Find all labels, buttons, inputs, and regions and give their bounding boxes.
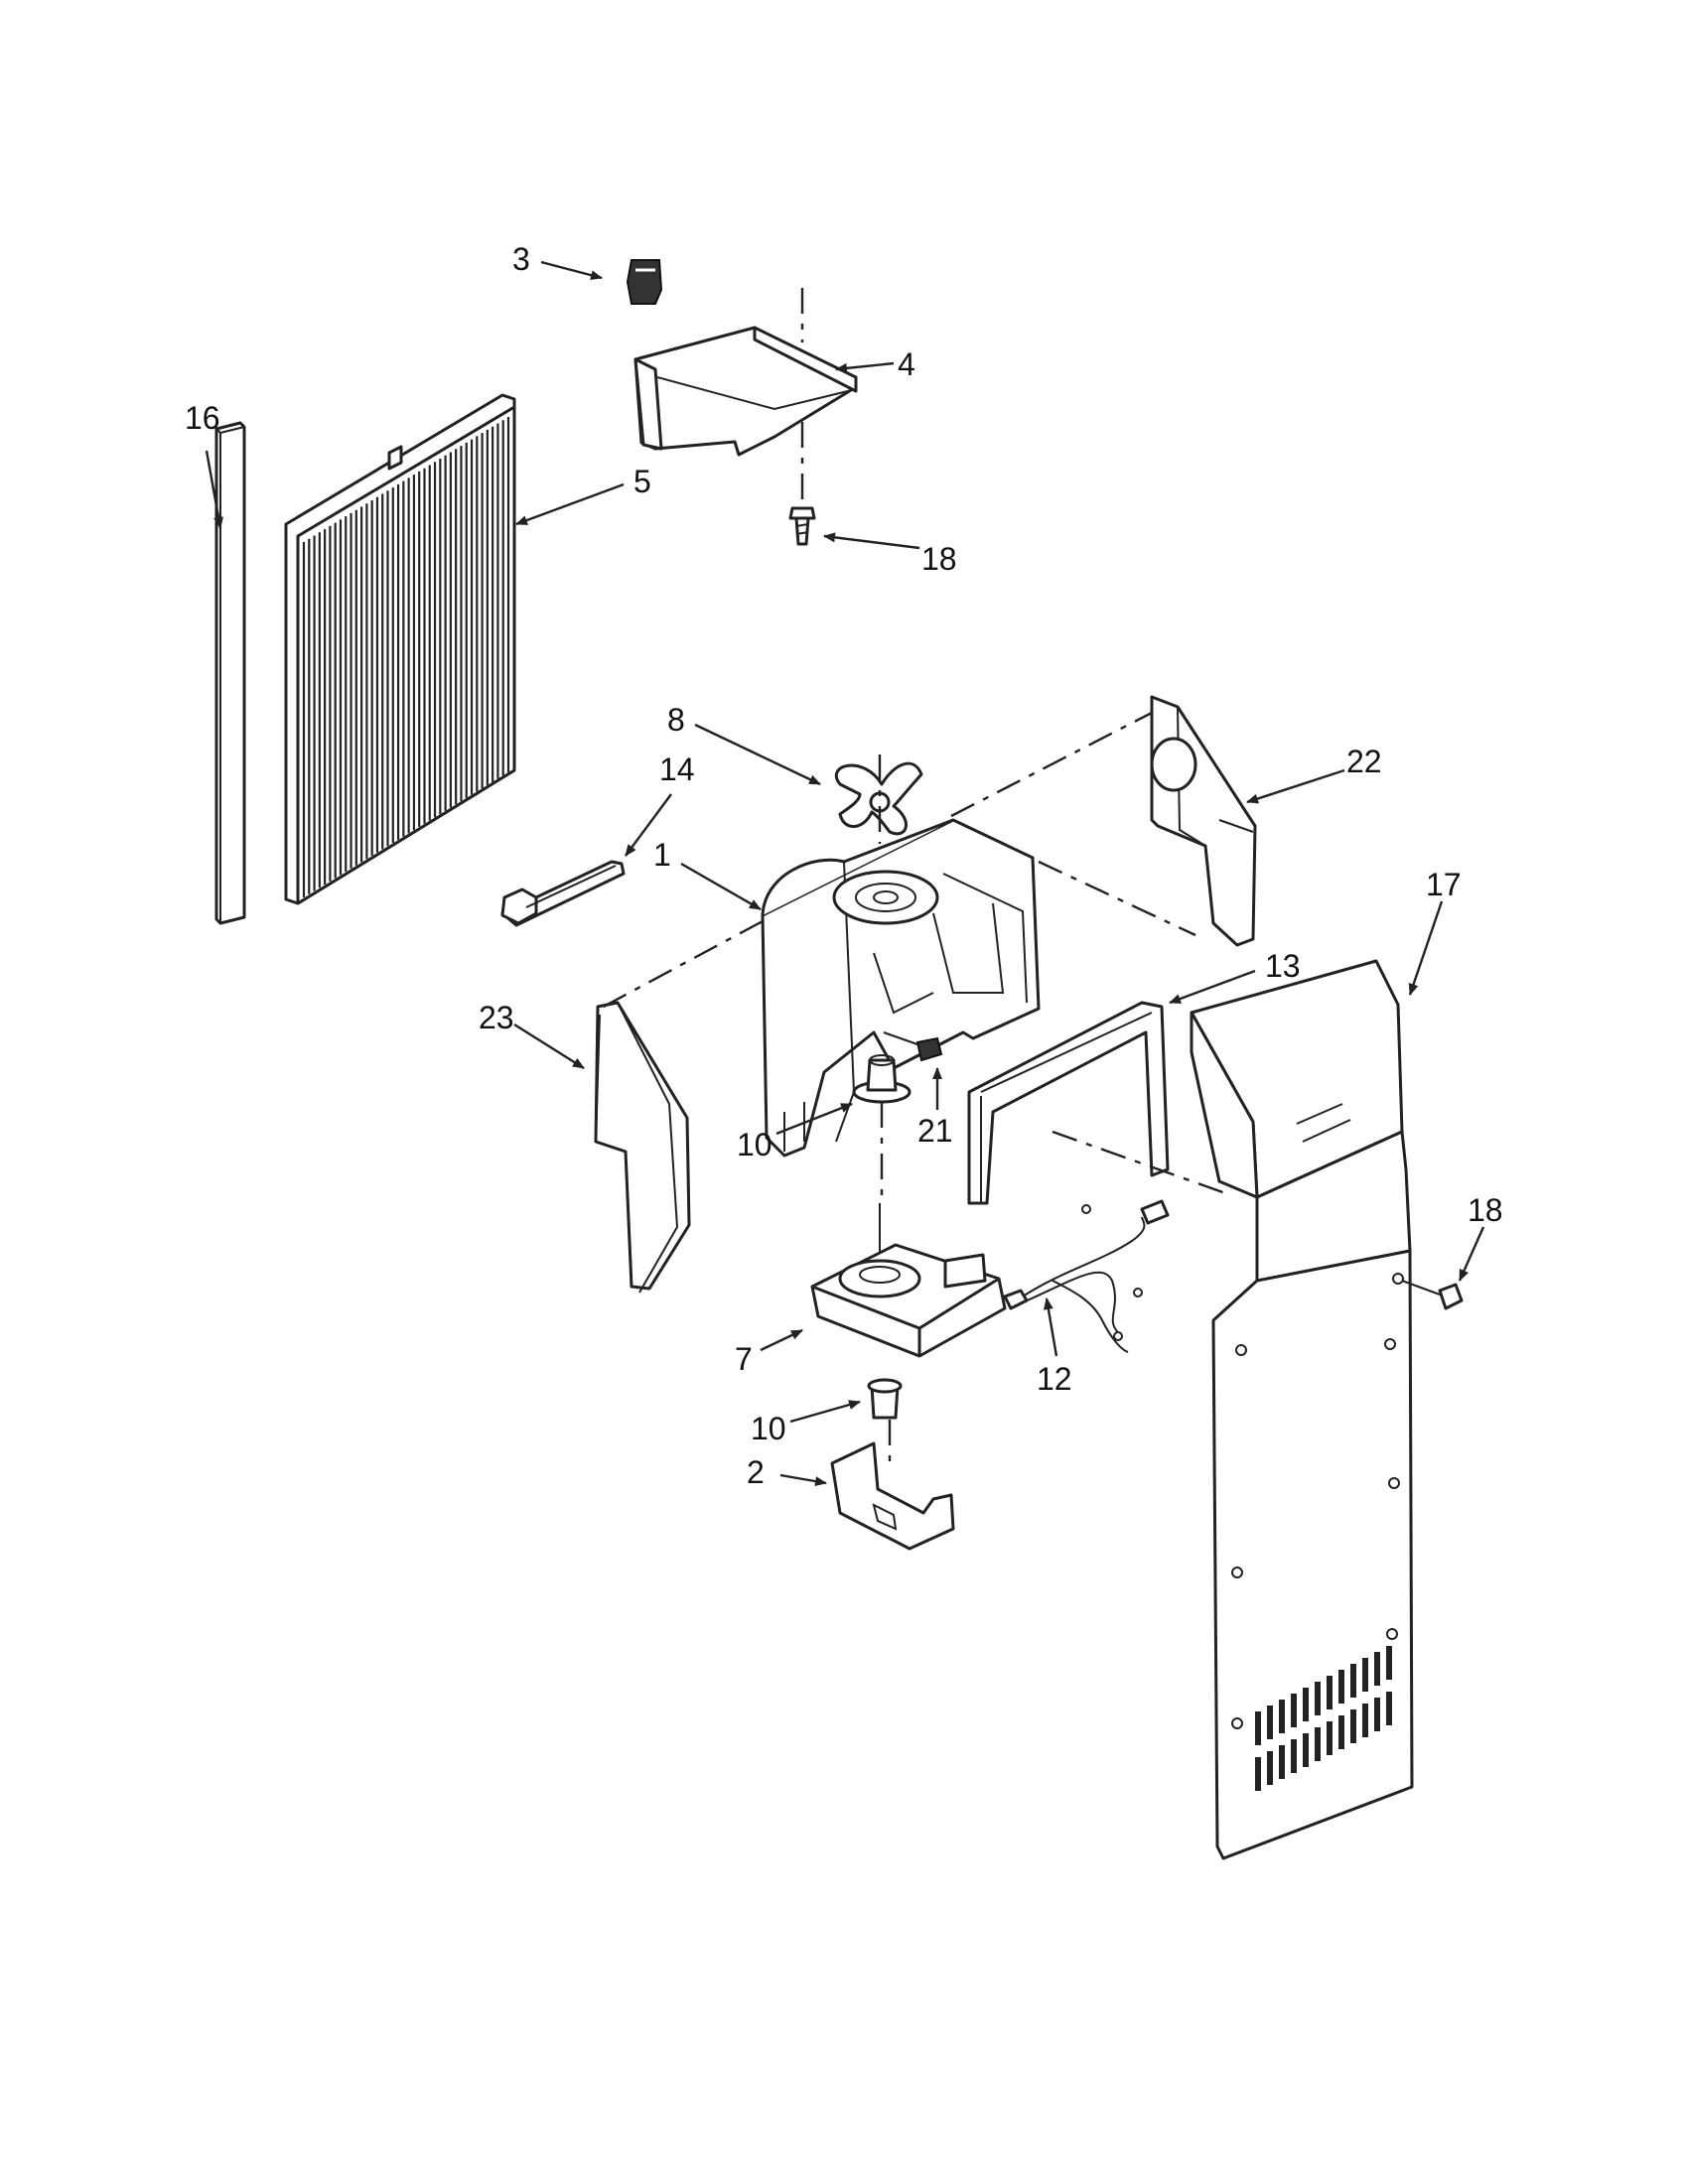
callout-8: 8 — [667, 702, 685, 738]
vent-slot — [1374, 1698, 1380, 1731]
vent-slot — [1362, 1704, 1368, 1737]
vent-slot — [1338, 1670, 1344, 1704]
callout-22: 22 — [1346, 744, 1382, 779]
part-5-condenser-panel — [284, 393, 516, 905]
callout-21: 21 — [917, 1113, 953, 1149]
part-16-strip — [214, 421, 246, 925]
part-21-screw — [883, 1031, 943, 1062]
part-12-wire-harness — [1003, 1199, 1170, 1353]
assembly-lines — [599, 711, 1232, 1197]
callout-16: 16 — [185, 400, 220, 436]
callout-5: 5 — [633, 464, 651, 499]
vent-slot — [1279, 1700, 1285, 1733]
vent-slot — [1350, 1664, 1356, 1698]
part-13-u-gasket — [967, 1001, 1170, 1205]
vent-slot — [1291, 1694, 1297, 1727]
vent-slot — [1303, 1733, 1309, 1767]
part-23-left-duct — [594, 1001, 691, 1294]
part-18-screw-top — [788, 506, 816, 546]
vent-slot — [1350, 1709, 1356, 1743]
part-10-grommet-upper — [852, 1054, 912, 1201]
part-22-side-duct — [1150, 695, 1257, 947]
vent-slot — [1386, 1692, 1392, 1725]
vent-slot — [1291, 1739, 1297, 1773]
vent-slot — [1327, 1676, 1333, 1709]
vent-slot — [1315, 1727, 1321, 1761]
leader-arrows — [205, 260, 1485, 1487]
callout-17: 17 — [1426, 867, 1462, 902]
vent-slot — [1315, 1682, 1321, 1715]
callout-1: 1 — [653, 837, 671, 873]
vent-slot — [1374, 1652, 1380, 1686]
callout-18-right: 18 — [1468, 1192, 1503, 1228]
callout-10-lower: 10 — [751, 1411, 786, 1446]
part-3-clip — [626, 259, 663, 305]
part-1-fan-shroud — [761, 818, 1041, 1158]
callout-7: 7 — [735, 1341, 753, 1377]
vent-slot — [1255, 1757, 1261, 1791]
callout-10-upper: 10 — [737, 1127, 772, 1162]
callout-2: 2 — [747, 1454, 765, 1490]
callout-23: 23 — [479, 1000, 514, 1035]
part-14-tie-strap — [500, 860, 626, 927]
vent-slot — [1386, 1646, 1392, 1680]
part-4-bracket — [633, 288, 858, 506]
part-7-fan-motor — [810, 1203, 1007, 1358]
part-8-fan-blade — [834, 754, 923, 844]
vent-slot — [1279, 1745, 1285, 1779]
callout-18-top: 18 — [921, 541, 957, 577]
callout-12: 12 — [1037, 1361, 1072, 1397]
vent-slot — [1362, 1658, 1368, 1692]
callout-3: 3 — [512, 241, 530, 277]
vent-slot — [1267, 1706, 1273, 1739]
part-18-screw-right — [1392, 1273, 1464, 1310]
part-17-rear-panel — [1190, 959, 1414, 1860]
vent-slot — [1338, 1715, 1344, 1749]
vent-slot — [1267, 1751, 1273, 1785]
vent-slot — [1255, 1711, 1261, 1745]
callout-14: 14 — [659, 751, 695, 787]
callout-labels: 3 4 16 5 18 8 14 22 1 17 13 23 10 21 18 … — [185, 241, 1503, 1490]
vent-slot — [1327, 1721, 1333, 1755]
callout-13: 13 — [1265, 948, 1301, 984]
vent-slot — [1303, 1688, 1309, 1721]
callout-4: 4 — [898, 346, 915, 382]
part-10-grommet-lower — [867, 1378, 903, 1469]
part-2-motor-bracket — [830, 1441, 955, 1551]
